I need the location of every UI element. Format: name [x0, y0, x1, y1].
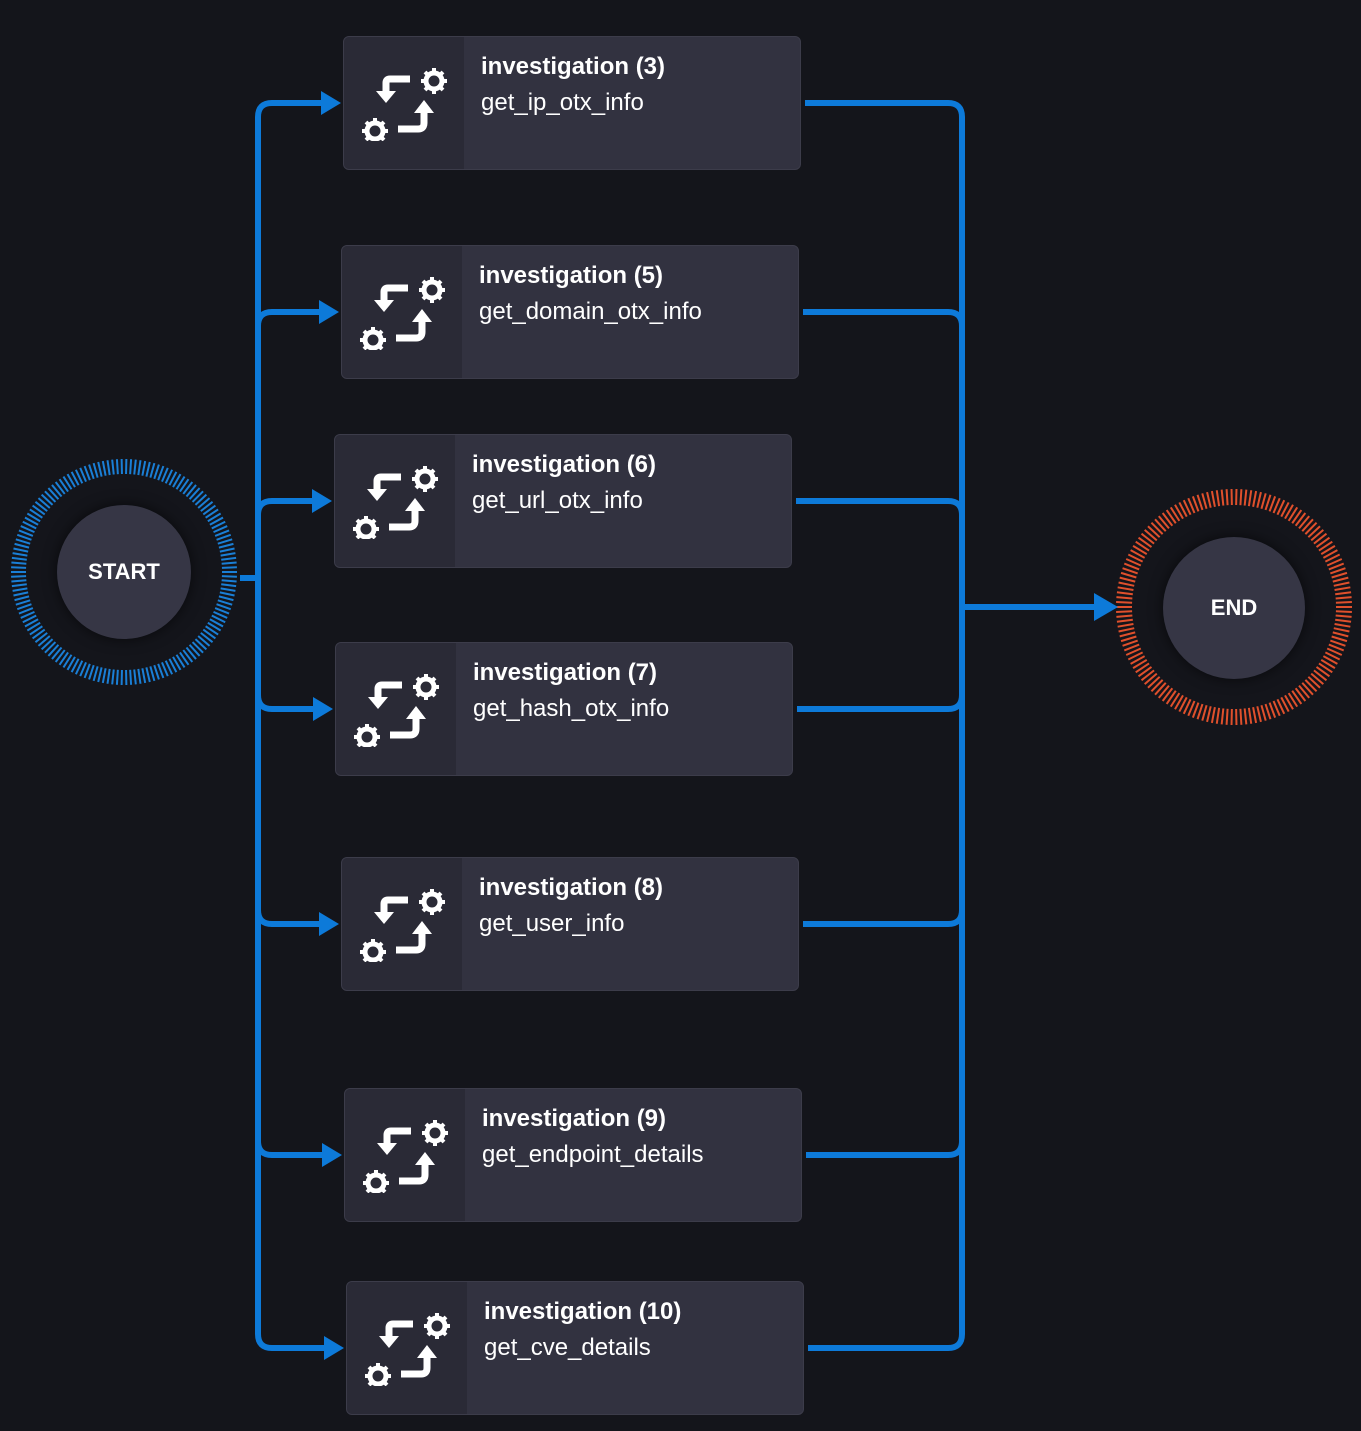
input-connector [255, 100, 325, 578]
workflow-gears-icon [349, 465, 441, 539]
start-node[interactable]: START [57, 505, 191, 639]
output-connector [803, 309, 965, 607]
output-connector [803, 607, 965, 927]
workflow-gears-icon [356, 888, 448, 962]
node-icon-panel [345, 1089, 465, 1221]
input-connector [255, 578, 326, 1158]
node-title: investigation (8) [479, 874, 664, 901]
input-arrow [319, 912, 339, 936]
node-title: investigation (7) [473, 659, 658, 686]
investigation-node[interactable]: investigation (8) get_user_info [341, 857, 799, 991]
workflow-gears-icon [350, 673, 442, 747]
start-ring [11, 459, 237, 685]
end-label: END [1210, 595, 1258, 620]
end-node[interactable]: END [1163, 537, 1305, 679]
workflow-gears-icon [361, 1312, 453, 1386]
node-title: investigation (3) [481, 53, 666, 80]
output-connector [806, 607, 965, 1158]
start-label: START [88, 559, 160, 584]
input-connector [255, 578, 328, 1351]
investigation-node[interactable]: investigation (6) get_url_otx_info [334, 434, 792, 568]
input-connector [255, 498, 316, 578]
node-title: investigation (6) [472, 451, 657, 478]
input-arrow [324, 1336, 344, 1360]
investigation-node[interactable]: investigation (10) get_cve_details [346, 1281, 804, 1415]
workflow-gears-icon [358, 67, 450, 141]
workflow-gears-icon [356, 276, 448, 350]
workflow-gears-icon [359, 1119, 451, 1193]
node-title: investigation (5) [479, 262, 664, 289]
end-arrow [1094, 593, 1118, 621]
node-icon-panel [342, 858, 462, 990]
investigation-node[interactable]: investigation (9) get_endpoint_details [344, 1088, 802, 1222]
node-subtitle: get_user_info [479, 910, 625, 937]
node-icon-panel [335, 435, 455, 567]
node-subtitle: get_url_otx_info [472, 487, 643, 514]
input-arrow [313, 697, 333, 721]
output-connector [805, 100, 965, 607]
input-connector [255, 578, 317, 712]
input-arrow [322, 1143, 342, 1167]
output-connector [808, 607, 965, 1351]
input-arrow [321, 91, 341, 115]
node-subtitle: get_endpoint_details [482, 1141, 704, 1168]
investigation-node[interactable]: investigation (7) get_hash_otx_info [335, 642, 793, 776]
end-ring [1116, 489, 1352, 725]
input-arrow [319, 300, 339, 324]
output-connector [796, 498, 965, 607]
node-title: investigation (10) [484, 1298, 682, 1325]
input-arrow [312, 489, 332, 513]
input-connector [255, 578, 323, 927]
node-subtitle: get_domain_otx_info [479, 298, 702, 325]
input-connector [255, 309, 323, 578]
node-icon-panel [347, 1282, 467, 1414]
output-connector [797, 607, 965, 712]
node-icon-panel [342, 246, 462, 378]
node-subtitle: get_ip_otx_info [481, 89, 644, 116]
node-subtitle: get_hash_otx_info [473, 695, 670, 722]
node-title: investigation (9) [482, 1105, 667, 1132]
node-icon-panel [336, 643, 456, 775]
investigation-node[interactable]: investigation (3) get_ip_otx_info [343, 36, 801, 170]
investigation-node[interactable]: investigation (5) get_domain_otx_info [341, 245, 799, 379]
node-subtitle: get_cve_details [484, 1334, 651, 1361]
node-icon-panel [344, 37, 464, 169]
